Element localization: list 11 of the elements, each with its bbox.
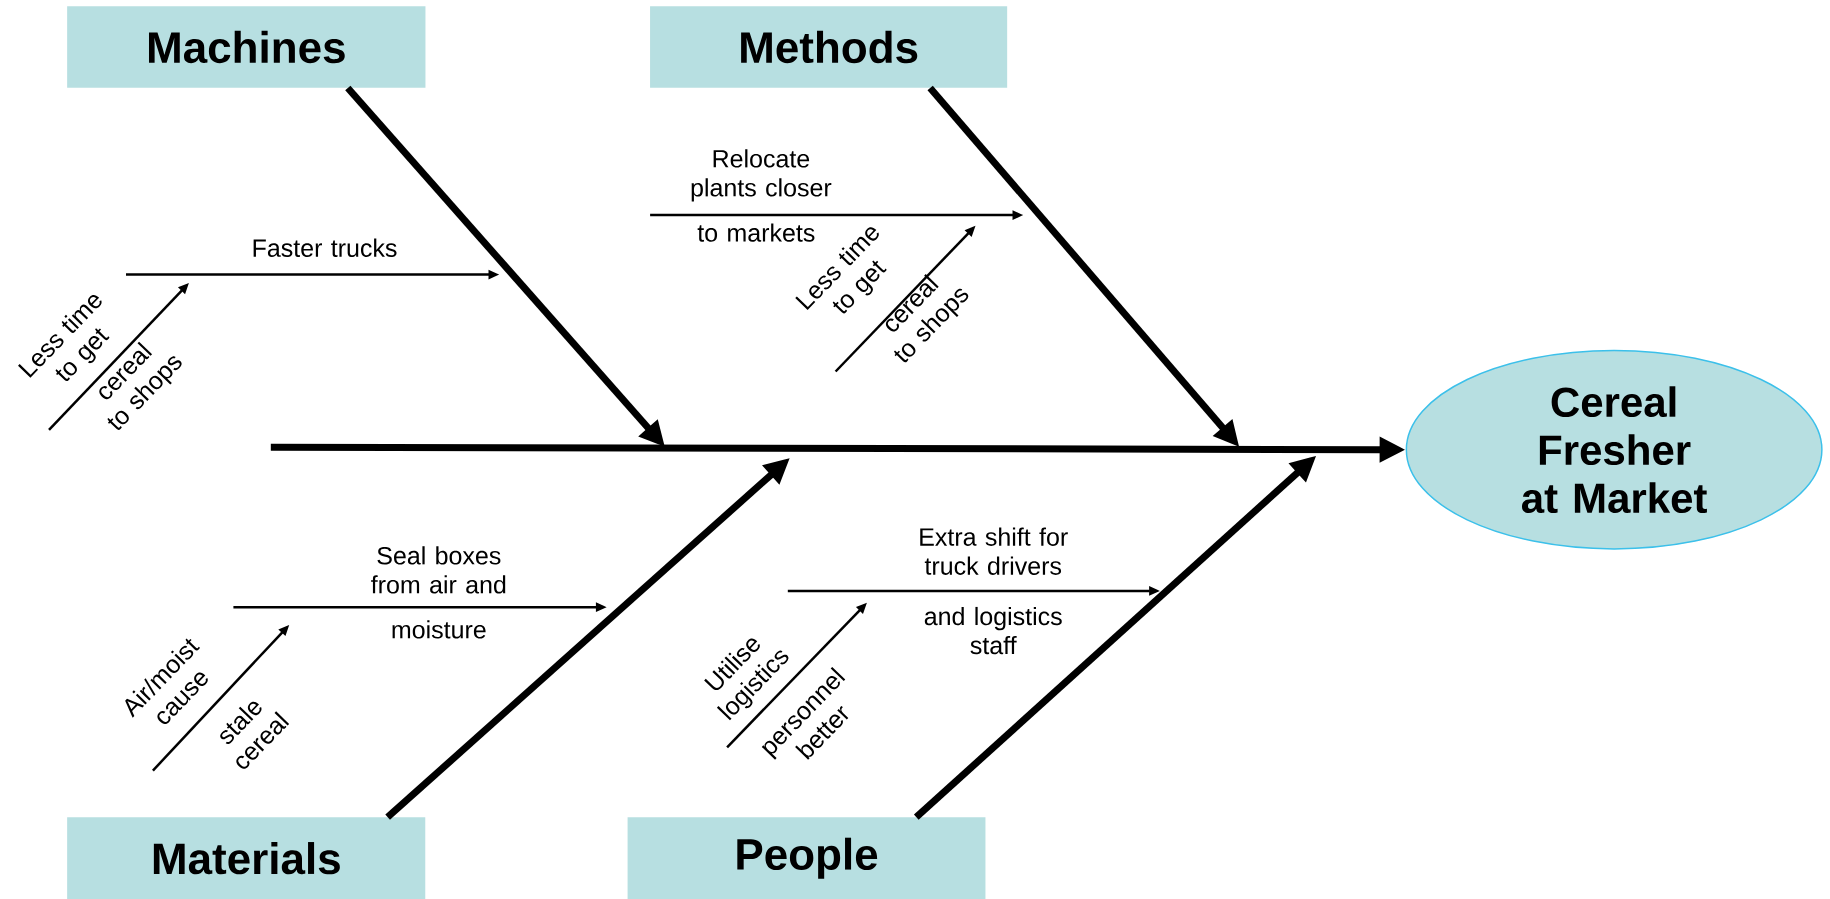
cause-text: Faster trucks <box>253 238 397 257</box>
category-box: Materials <box>67 817 426 899</box>
cause-text: and logistics staff <box>924 606 1062 655</box>
cause-text: Extra shift for truck drivers <box>920 527 1068 575</box>
cause-text: to markets <box>697 223 815 242</box>
category-box: Methods <box>650 6 1008 88</box>
category-box: People <box>627 817 986 899</box>
category-box: Machines <box>67 6 426 88</box>
cause-text: moisture <box>392 620 486 639</box>
cause-text: Seal boxes from air and <box>371 546 506 594</box>
cause-text: Relocate plants closer <box>691 149 832 202</box>
